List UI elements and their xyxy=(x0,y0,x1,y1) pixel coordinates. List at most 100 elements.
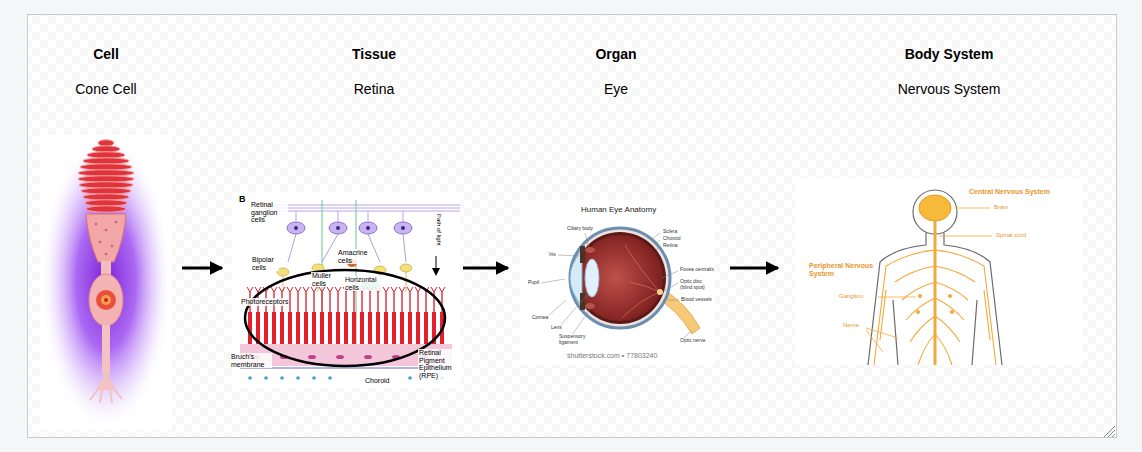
part-label: Peripheral Nervous System xyxy=(808,262,876,277)
nervous-system-figure-part-part xyxy=(935,282,968,300)
eye-figure xyxy=(520,200,715,365)
cone-cell-figure-part-part xyxy=(80,164,132,170)
nervous-system-figure-part-part xyxy=(874,250,935,365)
retina-figure-part-part xyxy=(336,226,340,230)
level-heading: Organ xyxy=(595,46,636,63)
column-text: OrganEye xyxy=(595,46,636,98)
part-label: Nerve xyxy=(842,322,860,329)
nervous-system-figure-part-part xyxy=(878,297,916,298)
eye-figure-part-part xyxy=(668,300,679,301)
retina-figure-part-part xyxy=(312,376,316,380)
part-label: shutterstock.com • 77803240 xyxy=(566,352,658,360)
retina-figure-part xyxy=(294,226,405,230)
nervous-system-figure-part-part xyxy=(918,334,935,365)
retina-figure-part-part xyxy=(336,355,344,359)
retina-figure-part-part xyxy=(403,234,406,262)
retina-figure-part-part xyxy=(264,376,268,380)
retina-figure-part-part xyxy=(401,226,405,230)
level-column: OrganEye xyxy=(508,46,730,430)
part-label: Retina xyxy=(662,243,678,249)
retina-figure-part-part xyxy=(280,376,284,380)
retina-figure-part-part xyxy=(295,287,301,344)
retina-figure-part xyxy=(245,270,445,366)
retina-figure-part xyxy=(248,376,444,380)
retina-figure-part xyxy=(247,287,445,344)
retina-figure-part-part xyxy=(359,222,377,234)
cone-cell-figure-part-part xyxy=(83,158,129,164)
retina-figure-part-part xyxy=(248,376,252,380)
part-label: Spinal cord xyxy=(995,232,1027,239)
nervous-system-figure-part-part xyxy=(895,266,935,282)
retina-figure-part-part xyxy=(327,287,333,344)
retina-figure-part-part xyxy=(367,287,373,344)
retina-figure-part-part xyxy=(335,287,341,344)
part-label: Suspensory ligament xyxy=(558,334,594,345)
part-label: Retinal ganglion cells xyxy=(250,201,288,224)
cone-cell-figure-part xyxy=(90,389,122,403)
eye-figure-part-part xyxy=(585,303,595,309)
retina-figure-part-part xyxy=(375,287,381,344)
eye-figure-part xyxy=(574,232,666,324)
eye-figure-part-part xyxy=(585,247,595,253)
level-column: Body SystemNervous System xyxy=(778,46,1083,430)
eye-figure-part-part xyxy=(541,279,565,283)
cone-cell-figure-part-part xyxy=(86,206,126,212)
level-column: CellCone Cell xyxy=(40,46,182,430)
retina-figure-part-part xyxy=(359,287,365,344)
level-arrow xyxy=(730,267,778,270)
part-label: Ciliary body xyxy=(566,226,594,232)
retina-figure-part xyxy=(436,256,437,270)
level-arrow xyxy=(182,267,222,270)
eye-figure-part-part xyxy=(585,233,589,247)
part-label: Sclera xyxy=(662,229,678,235)
retina-figure-part-part xyxy=(408,376,412,380)
nervous-system-figure-part-part xyxy=(906,298,935,320)
cone-cell-figure-part xyxy=(96,290,116,310)
nervous-system-figure-part-part xyxy=(893,300,898,365)
cone-cell-figure-part-part xyxy=(92,146,120,152)
level-example: Cone Cell xyxy=(75,81,136,98)
part-label: Horizontal cells xyxy=(344,276,382,291)
retina-figure-part-part xyxy=(399,287,405,344)
part-label: Choroid xyxy=(662,236,682,242)
retina-figure-part-part xyxy=(288,234,296,262)
retina-figure-part xyxy=(262,205,460,222)
resize-handle xyxy=(1104,426,1115,437)
eye-figure-part xyxy=(585,247,595,309)
nervous-system-figure-part-part xyxy=(950,310,954,314)
part-label: Brain xyxy=(993,204,1009,211)
cone-cell-figure-part xyxy=(89,274,123,326)
column-text: Body SystemNervous System xyxy=(898,46,1001,98)
eye-figure-part xyxy=(585,259,599,297)
retina-figure-part-part xyxy=(403,211,404,222)
nervous-system-figure-part xyxy=(795,178,1083,365)
eye-figure-part-part xyxy=(656,247,660,250)
retina-figure-part-part xyxy=(271,287,277,344)
part-label: B xyxy=(238,195,247,205)
cone-cell-figure-part-part xyxy=(98,140,114,146)
retina-figure-part-part xyxy=(366,226,370,230)
level-example: Retina xyxy=(352,81,396,98)
eye-figure-part-part xyxy=(560,294,588,326)
part-label: Iris xyxy=(548,252,557,258)
cone-cell-figure-part-part xyxy=(114,389,122,399)
retina-figure-part-part xyxy=(319,287,325,344)
retina-figure-part-part xyxy=(322,234,338,262)
part-label: Amacrine cells xyxy=(337,249,369,264)
retina-figure-part xyxy=(432,268,440,276)
cone-cell-figure-part-part xyxy=(90,389,98,400)
part-label: Optic disc (blind spot) xyxy=(679,279,713,290)
cone-cell-figure-part-part xyxy=(78,170,134,176)
retina-figure-part-part xyxy=(394,222,412,234)
nervous-system-figure-part-part xyxy=(935,266,975,282)
level-arrow xyxy=(463,267,508,270)
cone-cell-figure-part xyxy=(102,325,110,375)
retina-figure-part-part xyxy=(415,287,421,344)
retina-figure-part-part xyxy=(262,211,460,212)
nervous-system-figure-part-part xyxy=(916,310,920,314)
eye-figure-part-part xyxy=(662,271,678,278)
cone-cell-figure xyxy=(40,132,172,432)
part-label: Path of light xyxy=(435,213,442,247)
column-text: CellCone Cell xyxy=(75,46,136,98)
